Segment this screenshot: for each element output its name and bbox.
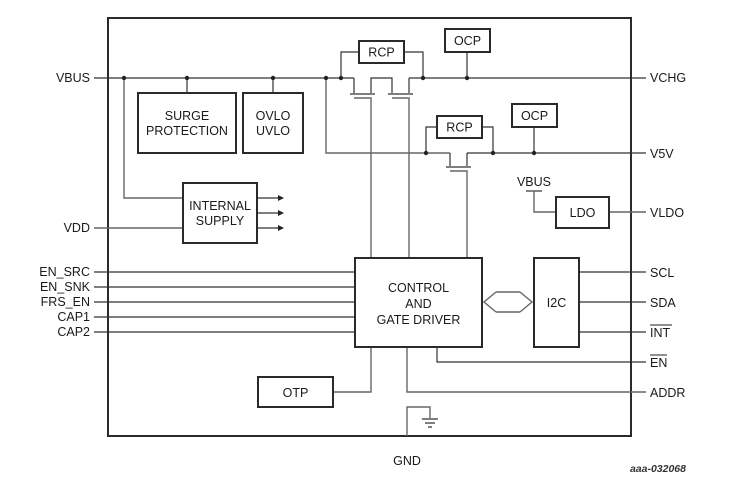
control-gate-driver-block: CONTROL AND GATE DRIVER bbox=[354, 257, 483, 348]
arrow-right-icon bbox=[278, 210, 284, 216]
addr-wire bbox=[406, 347, 646, 393]
control-label-line1: CONTROL bbox=[388, 281, 449, 295]
wires bbox=[94, 51, 646, 393]
pin-frs-en: FRS_EN bbox=[41, 295, 90, 309]
pin-vbus: VBUS bbox=[56, 71, 90, 85]
fet-mid-gate bbox=[450, 170, 468, 258]
ground-icon bbox=[406, 406, 438, 436]
internal-supply-line1: INTERNAL bbox=[189, 199, 251, 213]
internal-supply-line2: SUPPLY bbox=[196, 214, 245, 228]
fet-top-gates bbox=[354, 97, 410, 258]
junction-dot bbox=[490, 150, 496, 156]
pin-gnd: GND bbox=[393, 454, 421, 468]
surge-protection-block: SURGE PROTECTION bbox=[137, 92, 237, 154]
pin-scl: SCL bbox=[650, 266, 674, 280]
junction-dot bbox=[323, 75, 329, 81]
pin-sda: SDA bbox=[650, 296, 676, 310]
control-label-line3: GATE DRIVER bbox=[377, 313, 461, 327]
ocp-mid-block: OCP bbox=[511, 103, 558, 128]
uvlo-label: UVLO bbox=[256, 124, 290, 138]
pin-vchg: VCHG bbox=[650, 71, 686, 85]
rcp-top-block: RCP bbox=[358, 40, 405, 64]
pin-en-snk: EN_SNK bbox=[40, 280, 91, 294]
junction-dot bbox=[121, 75, 127, 81]
rcp-mid-label: RCP bbox=[446, 121, 472, 135]
fet-top-channels bbox=[353, 77, 410, 93]
ldo-input-vbus-label: VBUS bbox=[517, 175, 551, 189]
bidirectional-bus-arrow-icon bbox=[482, 291, 534, 313]
otp-wire bbox=[333, 347, 372, 393]
junction-dot bbox=[531, 150, 537, 156]
junction-dot bbox=[270, 75, 276, 81]
pin-cap2: CAP2 bbox=[57, 325, 90, 339]
internal-supply-block: INTERNAL SUPPLY bbox=[182, 182, 258, 244]
pin-int: INT bbox=[650, 326, 671, 340]
pin-cap1: CAP1 bbox=[57, 310, 90, 324]
rcp-top-wires bbox=[340, 51, 424, 78]
ovlo-label: OVLO bbox=[256, 109, 291, 123]
arrow-right-icon bbox=[278, 225, 284, 231]
vbus-to-internal-supply bbox=[123, 78, 183, 199]
en-wire bbox=[436, 347, 646, 363]
chip-outline bbox=[107, 17, 632, 437]
ocp-top-label: OCP bbox=[454, 34, 481, 48]
otp-block: OTP bbox=[257, 376, 334, 408]
i2c-block: I2C bbox=[533, 257, 580, 348]
junction-dot bbox=[338, 75, 344, 81]
junction-dot bbox=[464, 75, 470, 81]
junction-dot bbox=[184, 75, 190, 81]
ovlo-uvlo-block: OVLO UVLO bbox=[242, 92, 304, 154]
ldo-label: LDO bbox=[570, 206, 596, 220]
i2c-label: I2C bbox=[547, 296, 566, 310]
ocp-mid-label: OCP bbox=[521, 109, 548, 123]
ldo-block: LDO bbox=[555, 196, 610, 229]
pin-v5v: V5V bbox=[650, 147, 674, 161]
junction-dots bbox=[121, 75, 537, 156]
surge-label-line1: SURGE bbox=[165, 109, 209, 123]
figure-id: aaa-032068 bbox=[630, 463, 686, 475]
pin-vldo: VLDO bbox=[650, 206, 684, 220]
otp-label: OTP bbox=[283, 386, 309, 400]
ldo-input-wire bbox=[533, 191, 556, 213]
junction-dot bbox=[423, 150, 429, 156]
rcp-mid-wires bbox=[425, 126, 494, 153]
fet-mid-channel bbox=[449, 153, 468, 166]
junction-dot bbox=[420, 75, 426, 81]
ocp-top-block: OCP bbox=[444, 28, 491, 53]
arrow-right-icon bbox=[278, 195, 284, 201]
rcp-mid-block: RCP bbox=[436, 115, 483, 139]
control-label-line2: AND bbox=[405, 297, 431, 311]
vbus-to-v5v-fet bbox=[325, 78, 450, 154]
pin-en: EN bbox=[650, 356, 667, 370]
pin-en-src: EN_SRC bbox=[39, 265, 90, 279]
pin-vdd: VDD bbox=[64, 221, 90, 235]
rcp-top-label: RCP bbox=[368, 46, 394, 60]
surge-label-line2: PROTECTION bbox=[146, 124, 228, 138]
pin-addr: ADDR bbox=[650, 386, 685, 400]
